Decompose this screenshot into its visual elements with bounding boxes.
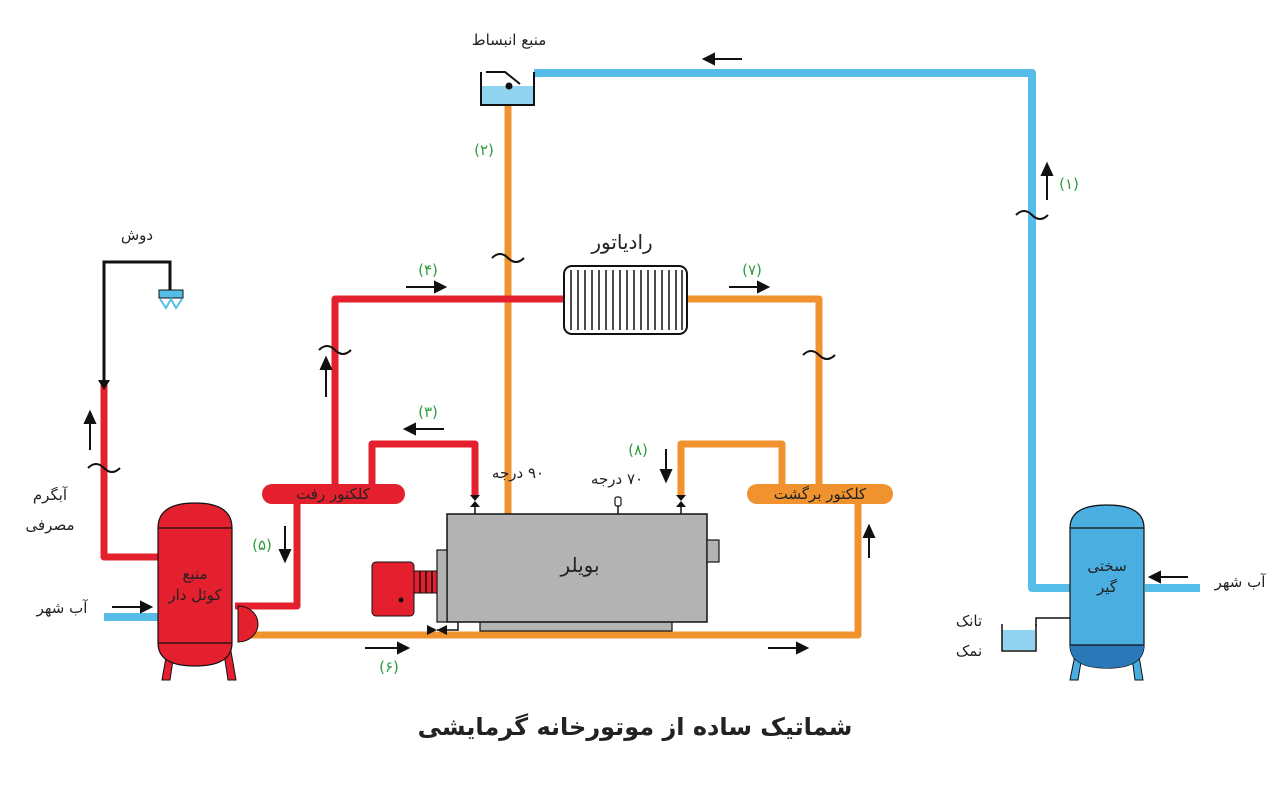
pipe-radiator-to-return-collector [686,295,823,490]
arrow-left-icon [1147,570,1188,584]
arrow-up-icon [83,409,97,450]
return-collector-label: کلکتور برگشت [774,485,867,503]
salt-tank-label-line2: نمک [956,642,982,660]
pipe-number-3: (۳) [418,403,438,421]
return-water-pipes [240,103,862,639]
pipe-number-4: (۴) [418,261,438,279]
hot-water-pipes [100,295,565,610]
pipe-number-8: (۸) [628,441,648,459]
pipe-supply-collector-to-radiator [331,295,565,488]
arrow-up-icon [1040,161,1054,200]
diagram-title: شماتیک ساده از موتورخانه گرمایشی [418,713,853,741]
expansion-tank [480,71,535,106]
arrow-right-icon [406,280,448,294]
arrow-up-icon [319,355,333,397]
pipe-number-5: (۵) [252,536,272,554]
valve-icon-supply [470,495,480,514]
coil-tank-label-line1: منبع [182,565,207,583]
arrow-down-icon [278,526,292,564]
arrow-left-icon [402,422,444,436]
city-water-left-label: آب شهر [36,599,89,617]
pipe-number-6: (۶) [379,658,399,676]
temperature-70-label: ۷۰ درجه [591,470,643,488]
pipe-number-2: (۲) [474,141,494,159]
pipe-hot-water-consumption [100,385,158,561]
return-collector [747,484,893,504]
arrow-right-icon [768,641,810,655]
radiator [563,265,688,335]
arrow-left-icon [701,52,742,66]
supply-collector [262,484,405,504]
city-water-right-label: آب شهر [1214,573,1267,591]
expansion-tank-label: منبع انبساط [472,31,547,49]
arrow-down-icon [659,449,673,484]
softener-label-line2: گیر [1096,578,1118,596]
shower-check-arrow [98,380,110,390]
arrow-right-icon [365,641,411,655]
temperature-90-label: ۹۰ درجه [492,464,544,482]
softener-label-line1: سختی [1087,557,1126,575]
arrow-right-icon [729,280,771,294]
thermometer-icon [614,496,622,514]
pipe-numbers: (۱) (۲) (۳) (۴) (۵) (۶) (۷) (۸) [252,141,1079,676]
pipe-break-symbols [87,210,1049,473]
pipe-softener-to-expansion [534,69,1070,592]
salt-tank [1001,617,1070,652]
pipe-return-to-coil-tank [240,497,862,639]
valve-icon-return [676,495,686,514]
coil-tank [157,502,259,681]
shower-label: دوش [121,226,153,244]
arrow-up-icon [862,523,876,558]
pipe-return-collector-to-boiler [677,440,786,495]
supply-collector-label: کلکتور رفت [296,485,371,503]
coil-tank-label-line2: کوئل دار [167,586,222,604]
cold-water-pipes [104,69,1200,621]
radiator-label: رادیاتور [590,230,652,254]
boiler-label: بویلر [559,553,599,577]
pipe-boiler-to-supply-collector [368,440,479,495]
consumption-label: مصرفی [26,516,75,534]
salt-tank-label-line1: تانک [956,612,982,630]
pipe-shower [102,260,172,385]
arrow-right-icon [112,600,154,614]
pipe-number-1: (۱) [1059,175,1079,193]
boiler [371,513,720,635]
pipe-supply-collector-to-coil-tank [235,500,301,610]
flow-arrows [83,52,1188,655]
shower-head-icon [158,289,184,310]
pipe-number-7: (۷) [742,261,762,279]
softener [1069,504,1145,681]
hot-water-label: آبگرم [33,486,68,504]
